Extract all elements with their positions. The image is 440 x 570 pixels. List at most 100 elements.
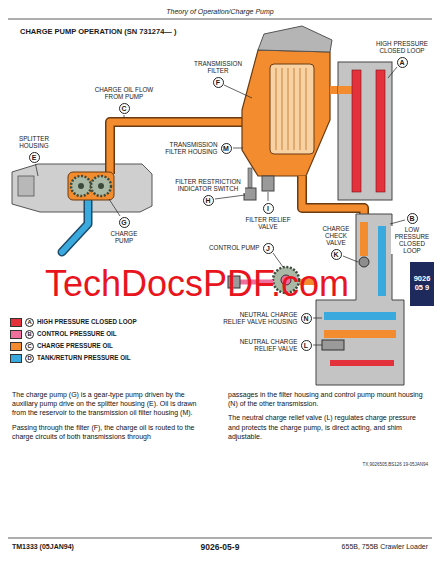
- switch-stem: [248, 168, 252, 188]
- body-paragraph: The charge pump (G) is a gear-type pump …: [12, 390, 212, 418]
- callout-letter: I: [263, 203, 274, 214]
- callout: SPLITTER HOUSINGE: [12, 135, 57, 162]
- callout-letter: D: [25, 354, 34, 363]
- part-name: HIGH PRESSURE CLOSED LOOP: [372, 40, 432, 54]
- machine-model: 655B, 755B Crawler Loader: [342, 543, 428, 551]
- part-name: CHARGE CHECK VALVE: [318, 225, 354, 247]
- leader-line: [215, 195, 245, 199]
- callout-letter: C: [119, 103, 130, 114]
- callout: CHARGE OIL FLOW FROM PUMPC: [90, 86, 159, 113]
- leader-line: [224, 85, 252, 98]
- body-paragraph: passages in the filter housing and contr…: [228, 390, 428, 408]
- charge-pipe-outline: [302, 176, 364, 222]
- leader-line: [390, 220, 405, 224]
- legend-text: CHARGE PRESSURE OIL: [37, 342, 113, 350]
- pump-gear: [71, 176, 91, 196]
- legend-text: HIGH PRESSURE CLOSED LOOP: [37, 318, 137, 326]
- figure-title: CHARGE PUMP OPERATION (SN 731274— ): [20, 27, 176, 36]
- charge-pipe: [302, 176, 364, 222]
- callout: CHARGE CHECK VALVE K: [318, 225, 355, 260]
- charge-pipe: [110, 122, 244, 174]
- section-tab: 9026 05 9: [410, 262, 434, 306]
- part-name: TRANSMISSION FILTER: [189, 60, 247, 74]
- footer-rule: [8, 538, 432, 539]
- leader-line: [36, 164, 39, 176]
- callout-letter: A: [397, 57, 408, 68]
- relief-valve-spool: [322, 340, 344, 350]
- figure-code: TX,9026505,BS126 19-05JAN94: [362, 462, 428, 467]
- housing-flange: [18, 176, 34, 196]
- part-name: NEUTRAL CHARGE RELIEF VALVE: [219, 338, 299, 352]
- return-passage: [378, 226, 386, 296]
- callout: G CHARGE PUMP: [106, 217, 143, 244]
- callout-letter: F: [213, 77, 224, 88]
- callout-letter: B: [407, 213, 418, 224]
- legend: AHIGH PRESSURE CLOSED LOOPBCONTROL PRESS…: [10, 316, 137, 364]
- callout-letter: M: [221, 143, 232, 154]
- legend-swatch: [10, 342, 22, 351]
- leader-line: [388, 67, 397, 78]
- high-pressure-passage: [352, 70, 361, 192]
- legend-swatch: [10, 354, 22, 363]
- callout-letter: C: [25, 342, 34, 351]
- callout: NEUTRAL CHARGE RELIEF VALVEL: [219, 338, 313, 352]
- legend-text: CONTROL PRESSURE OIL: [37, 330, 117, 338]
- callout-letter: J: [263, 243, 274, 254]
- callout-letter: K: [331, 249, 342, 260]
- suction-pipe-outline: [62, 200, 88, 252]
- part-name: CHARGE PUMP: [106, 230, 142, 244]
- text-column: passages in the filter housing and contr…: [228, 390, 428, 446]
- legend-row: BCONTROL PRESSURE OIL: [10, 328, 137, 340]
- filter-element: [270, 64, 314, 154]
- leader-line: [313, 318, 322, 319]
- charge-passage: [324, 330, 396, 338]
- high-pressure-passage: [376, 70, 385, 192]
- part-name: SPLITTER HOUSING: [12, 135, 56, 149]
- tab-text: 9026 05 9: [413, 275, 431, 292]
- callout: HIGH PRESSURE CLOSED LOOP A: [372, 40, 433, 67]
- legend-swatch: [10, 318, 22, 327]
- callout: IFILTER RELIEF VALVE: [241, 203, 296, 230]
- relief-valve-shape: [262, 176, 274, 191]
- check-valve-ball: [359, 257, 369, 267]
- leader-line: [233, 148, 243, 149]
- leader-line: [109, 199, 120, 216]
- callout-letter: B: [25, 330, 34, 339]
- charge-passage: [360, 222, 368, 256]
- manual-number: TM1333 (05JAN94): [12, 543, 74, 551]
- leader-line: [124, 115, 125, 118]
- pump-gear: [91, 176, 111, 196]
- indicator-switch-shape: [244, 188, 256, 200]
- part-name: TRANSMISSION FILTER HOUSING: [155, 141, 219, 155]
- legend-swatch: [10, 330, 22, 339]
- watermark: TechDocsPDF.com: [45, 266, 349, 302]
- high-pressure-passage: [330, 360, 394, 366]
- valve-block: [338, 62, 392, 200]
- leader-line: [343, 256, 358, 262]
- callout-letter: L: [301, 340, 312, 351]
- gear-hub: [78, 183, 84, 189]
- return-passage: [324, 312, 396, 320]
- callout-letter: A: [25, 318, 34, 327]
- running-header: Theory of Operation/Charge Pump: [0, 8, 440, 16]
- leader-line: [273, 253, 283, 267]
- callout-letter: N: [301, 313, 312, 324]
- filter-housing-shape: [242, 50, 330, 176]
- gear-hub: [98, 183, 104, 189]
- text-column: The charge pump (G) is a gear-type pump …: [12, 390, 212, 446]
- leader-line: [313, 345, 322, 346]
- callout-letter: G: [119, 217, 130, 228]
- legend-row: AHIGH PRESSURE CLOSED LOOP: [10, 316, 137, 328]
- body-paragraph: The neutral charge relief valve (L) regu…: [228, 413, 428, 441]
- part-name: NEUTRAL CHARGE RELIEF VALVE HOUSING: [219, 311, 299, 325]
- filter-pleats: [276, 68, 306, 150]
- part-name: CONTROL PUMP: [208, 244, 261, 251]
- callout: FILTER RESTRICTION INDICATOR SWITCHH: [171, 178, 246, 205]
- callout: NEUTRAL CHARGE RELIEF VALVE HOUSINGN: [219, 311, 313, 325]
- legend-row: DTANK/RETURN PRESSURE OIL: [10, 352, 137, 364]
- callout: BLOW PRESSURE CLOSED LOOP: [391, 213, 434, 255]
- legend-row: CCHARGE PRESSURE OIL: [10, 340, 137, 352]
- suction-pipe: [62, 200, 88, 252]
- charge-pipe-outline: [110, 122, 244, 174]
